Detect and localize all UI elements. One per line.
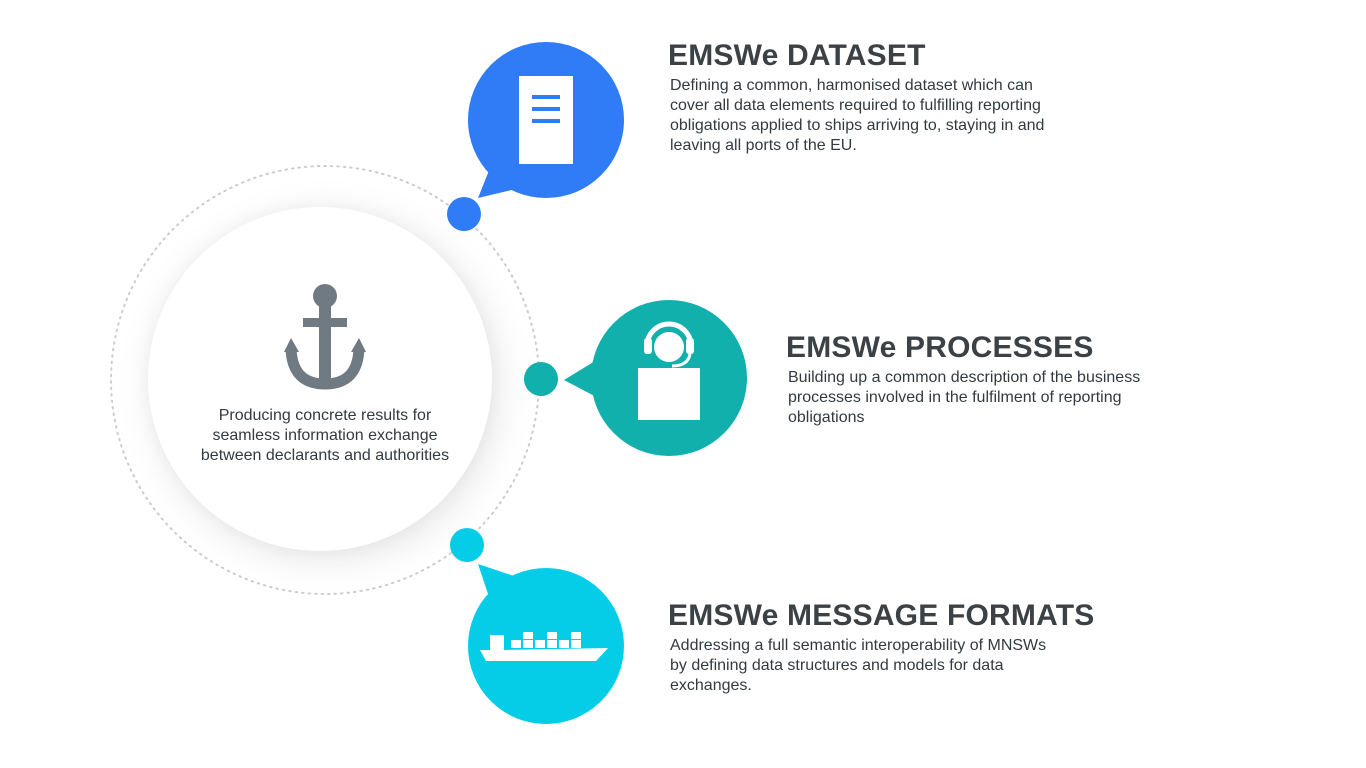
processes-description: Building up a common description of the … (788, 369, 1141, 426)
processes-title: EMSWe PROCESSES (786, 331, 1094, 364)
dataset-node-dot (447, 197, 481, 231)
core-description: Producing concrete results for seamless … (200, 407, 450, 464)
processes-node-dot (524, 362, 558, 396)
processes-bubble (524, 300, 747, 456)
headset-agent-icon (638, 321, 700, 420)
formats-description: Addressing a full semantic interoperabil… (670, 637, 1047, 694)
dataset-title: EMSWe DATASET (668, 39, 926, 72)
document-icon (519, 76, 573, 164)
anchor-icon (284, 284, 366, 390)
formats-bubble (450, 528, 624, 724)
dataset-description: Defining a common, harmonised dataset wh… (670, 77, 1045, 154)
cargo-ship-icon (480, 632, 608, 661)
formats-title: EMSWe MESSAGE FORMATS (668, 599, 1095, 632)
dataset-bubble (447, 42, 624, 231)
formats-node-dot (450, 528, 484, 562)
